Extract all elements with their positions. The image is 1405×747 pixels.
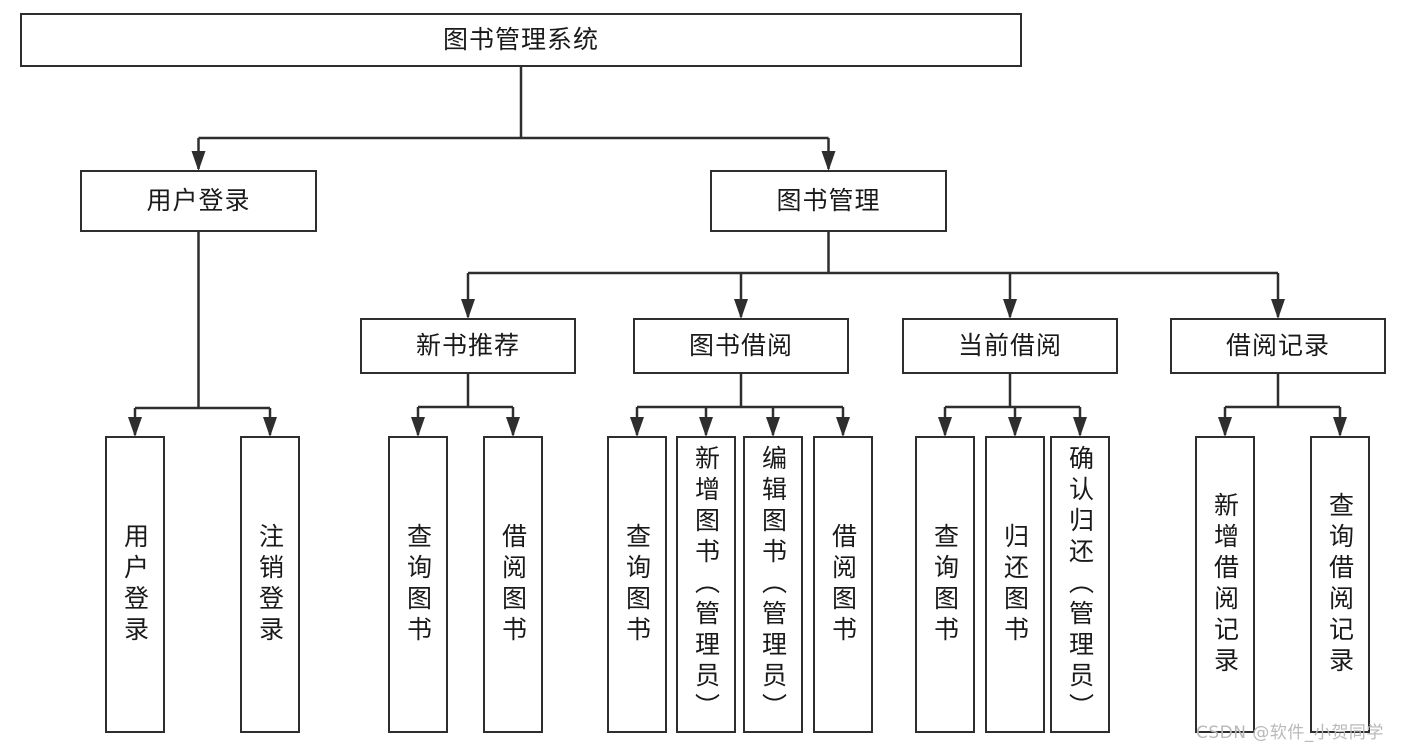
arrowhead <box>1073 417 1087 437</box>
node-book-manage: 图书管理 <box>710 170 947 232</box>
node-user-login: 用户登录 <box>80 170 317 232</box>
node-label: 图书借阅 <box>688 331 793 361</box>
arrowhead <box>630 417 644 437</box>
node-label: 当前借阅 <box>957 331 1062 361</box>
arrowhead <box>461 299 475 319</box>
arrowhead <box>699 417 713 437</box>
arrowhead <box>1008 417 1022 437</box>
node-book-borrow: 图书借阅 <box>633 318 849 374</box>
arrowhead <box>128 417 142 437</box>
node-leaf-add-record: 新增借阅记录 <box>1195 436 1255 733</box>
arrowhead <box>1333 417 1347 437</box>
node-leaf-edit-book: 编辑图书（管理员） <box>743 436 803 733</box>
node-leaf-query-book-2: 查询图书 <box>607 436 667 733</box>
node-label: 图书管理 <box>776 186 881 216</box>
node-label: 查询图书 <box>930 522 960 647</box>
node-leaf-user-login: 用户登录 <box>105 436 165 733</box>
node-label: 新增借阅记录 <box>1210 491 1240 678</box>
node-label: 注销登录 <box>255 522 285 647</box>
node-current-borrow: 当前借阅 <box>902 318 1118 374</box>
arrowhead <box>734 299 748 319</box>
arrowhead <box>938 417 952 437</box>
node-leaf-return-book: 归还图书 <box>985 436 1045 733</box>
node-leaf-query-record: 查询借阅记录 <box>1310 436 1370 733</box>
arrowhead <box>506 417 520 437</box>
arrowhead <box>836 417 850 437</box>
node-borrow-record: 借阅记录 <box>1170 318 1386 374</box>
node-label: 借阅图书 <box>498 522 528 647</box>
node-label: 新增图书（管理员） <box>691 445 721 724</box>
node-leaf-query-book-1: 查询图书 <box>388 436 448 733</box>
node-root: 图书管理系统 <box>20 13 1022 67</box>
arrowhead <box>263 417 277 437</box>
node-label: 编辑图书（管理员） <box>758 445 788 724</box>
arrowhead <box>821 151 836 171</box>
node-label: 用户登录 <box>120 522 150 647</box>
node-leaf-borrow-book-1: 借阅图书 <box>483 436 543 733</box>
node-label: 查询借阅记录 <box>1325 491 1355 678</box>
node-label: 归还图书 <box>1000 522 1030 647</box>
arrowhead <box>766 417 780 437</box>
node-label: 借阅记录 <box>1225 331 1330 361</box>
node-label: 查询图书 <box>403 522 433 647</box>
node-leaf-logout: 注销登录 <box>240 436 300 733</box>
node-label: 查询图书 <box>622 522 652 647</box>
node-label: 借阅图书 <box>828 522 858 647</box>
node-new-book-rec: 新书推荐 <box>360 318 576 374</box>
node-leaf-add-book: 新增图书（管理员） <box>676 436 736 733</box>
node-label: 确认归还（管理员） <box>1065 445 1095 724</box>
arrowhead <box>1003 299 1017 319</box>
node-leaf-confirm-return: 确认归还（管理员） <box>1050 436 1110 733</box>
node-label: 用户登录 <box>146 186 251 216</box>
node-label: 图书管理系统 <box>442 25 599 55</box>
arrowhead <box>191 151 206 171</box>
node-label: 新书推荐 <box>415 331 520 361</box>
arrowhead <box>411 417 425 437</box>
node-leaf-query-book-3: 查询图书 <box>915 436 975 733</box>
arrowhead <box>1271 299 1285 319</box>
arrowhead <box>1218 417 1232 437</box>
node-leaf-borrow-book-2: 借阅图书 <box>813 436 873 733</box>
